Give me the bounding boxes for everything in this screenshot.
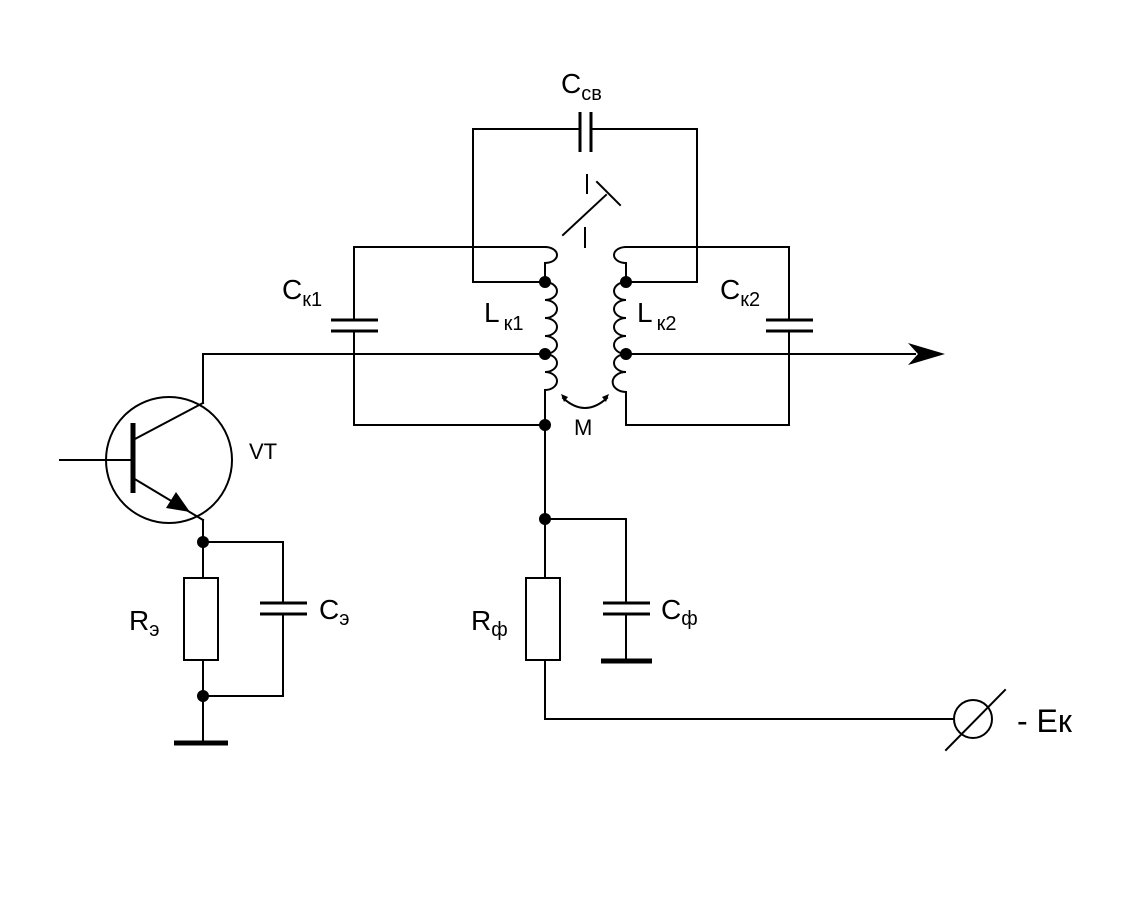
label-mutual-inductance: M bbox=[574, 415, 592, 440]
left-tank-circuit bbox=[331, 245, 558, 426]
mutual-inductance-arrow-icon bbox=[561, 394, 609, 409]
label-c-k1: Cк1 bbox=[282, 274, 322, 311]
collector-wire bbox=[202, 353, 546, 404]
label-transistor: VT bbox=[249, 439, 277, 464]
label-c-e: Cэ bbox=[319, 594, 349, 630]
supply-terminal-icon bbox=[944, 688, 1007, 752]
label-c-f: Cф bbox=[661, 594, 698, 630]
junction-dots bbox=[197, 276, 632, 702]
filter-network bbox=[525, 424, 954, 720]
label-c-coupling: Cсв bbox=[561, 68, 602, 105]
output-arrow-icon bbox=[625, 343, 945, 365]
emitter-network bbox=[174, 541, 307, 746]
label-c-k2: Cк2 bbox=[720, 274, 760, 311]
transistor-vt bbox=[59, 396, 233, 543]
label-r-e: Rэ bbox=[129, 605, 159, 641]
right-tank-circuit bbox=[611, 245, 813, 426]
tuning-arrow-icon bbox=[561, 174, 622, 248]
label-supply: - Eк bbox=[1017, 703, 1073, 739]
coupling-capacitor-loop bbox=[472, 112, 698, 283]
label-r-f: Rф bbox=[471, 605, 508, 641]
